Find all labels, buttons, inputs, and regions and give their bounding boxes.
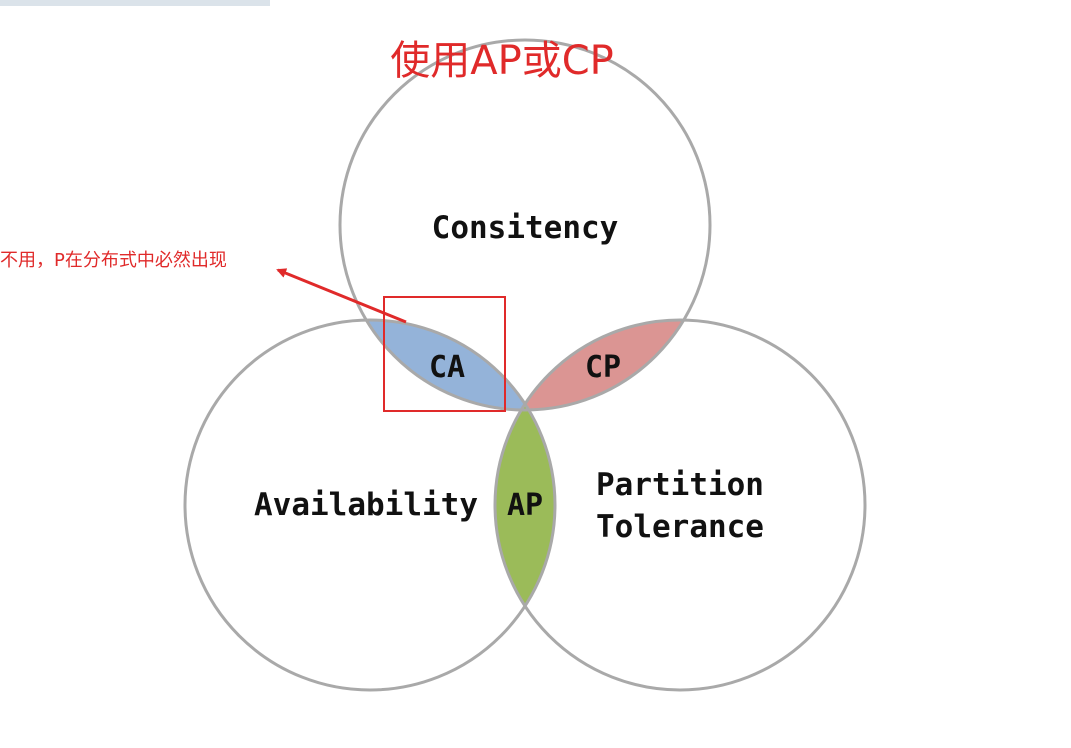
top-strip [0, 0, 270, 6]
ca-label: CA [429, 350, 465, 385]
availability-label: Availability [254, 487, 478, 523]
ap-label: AP [507, 488, 543, 523]
annotation-arrow [276, 268, 407, 324]
partition-tolerance-circle [493, 318, 867, 692]
ca-highlight-box [383, 296, 506, 412]
consistency-label: Consitency [432, 210, 619, 246]
availability-circle [183, 318, 557, 692]
cp-label: CP [585, 350, 621, 385]
annotation-note: 不用，P在分布式中必然出现 [0, 250, 227, 271]
partition-label-line1: Partition [596, 467, 764, 503]
partition-label-line2: Tolerance [596, 509, 764, 545]
diagram-title: 使用AP或CP [390, 38, 614, 84]
consistency-circle [338, 38, 712, 412]
